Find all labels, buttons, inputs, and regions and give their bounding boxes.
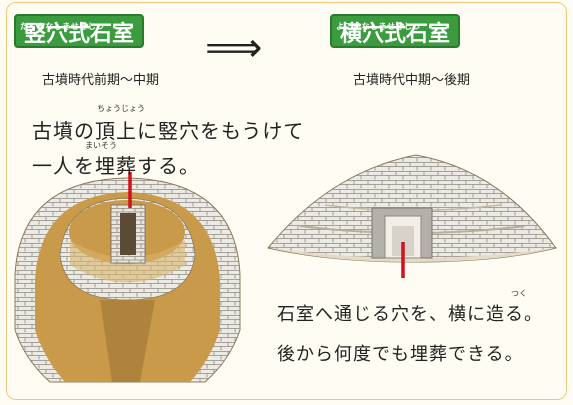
right-title-ruby: よこあなしきせきしつ: [336, 22, 421, 31]
ruby-choujou: ちょうじょう: [97, 104, 145, 113]
left-title-badge: たてあなしきせきしつ 竪穴式石室: [14, 14, 145, 48]
left-title: 竪穴式石室: [24, 22, 135, 47]
right-title-badge: よこあなしきせきしつ 横穴式石室: [330, 14, 461, 48]
left-title-ruby: たてあなしきせきしつ: [20, 22, 105, 31]
left-desc-line2: 一人を埋葬する。: [32, 154, 200, 178]
ruby-tsuku: つく: [511, 289, 527, 298]
vertical-chamber-kofun: [14, 172, 241, 383]
ruby-maisou: まいそう: [85, 141, 117, 150]
right-title: 横穴式石室: [340, 22, 451, 47]
border-frame: [6, 2, 567, 400]
right-desc-line1: 石室へ通じる穴を、横に造る。: [277, 304, 543, 325]
right-desc-line2: 後から何度でも埋葬できる。: [277, 344, 524, 365]
right-period: 古墳時代中期〜後期: [353, 73, 471, 88]
left-period: 古墳時代前期〜中期: [42, 73, 160, 88]
left-desc-line1: 古墳の頂上に竪穴をもうけて: [32, 119, 305, 143]
transition-arrow: ⟹: [205, 25, 263, 71]
horizontal-chamber-kofun: [267, 154, 557, 278]
